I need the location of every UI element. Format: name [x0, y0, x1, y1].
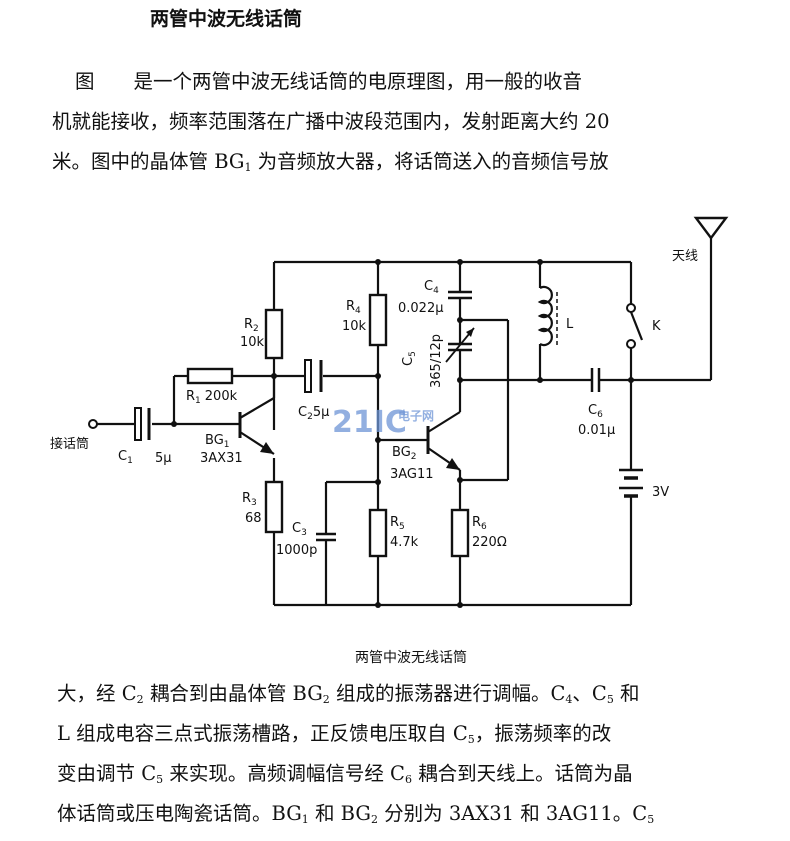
- resistor-r5: [368, 508, 388, 558]
- battery-icon: [619, 468, 643, 498]
- r3-label: R3: [242, 491, 257, 508]
- paragraph-line: 机就能接收，频率范围落在广播中波段范围内，发射距离大约 20: [52, 110, 610, 133]
- resistor-r3: [264, 480, 284, 534]
- subscript: 5: [467, 733, 475, 746]
- subscript: 2: [370, 813, 378, 826]
- text-run: 米。图中的晶体管 BG: [52, 150, 245, 173]
- r2-label: R2: [244, 317, 259, 334]
- r4-value: 10k: [342, 319, 367, 334]
- paragraph-line: 大，经 C2 耦合到由晶体管 BG2 组成的振荡器进行调幅。C4、C5 和: [57, 674, 640, 720]
- subscript: 2: [322, 693, 330, 706]
- k-label: K: [652, 319, 661, 334]
- resistor-r2: [264, 308, 284, 360]
- text-run: 耦合到天线上。话筒为晶: [411, 762, 633, 785]
- text-run: 和 BG: [308, 802, 371, 825]
- c1-label: C1: [118, 449, 133, 466]
- mic-label: 接话筒: [50, 436, 89, 452]
- bg1-type: 3AX31: [200, 451, 243, 466]
- text-run: 为音频放大器，将话筒送入的音频信号放: [251, 150, 609, 173]
- subscript: 2: [136, 693, 144, 706]
- text-run: 、C: [572, 682, 607, 705]
- inductor-l: [537, 285, 553, 347]
- c2-label: C25μ: [298, 405, 329, 422]
- r2-value: 10k: [240, 335, 265, 350]
- text-run: 分别为 3AX31 和 3AG11。C: [377, 802, 648, 825]
- mic-terminal: [88, 419, 98, 429]
- text-run: 组成的振荡器进行调幅。C: [329, 682, 566, 705]
- c6-value: 0.01μ: [578, 423, 615, 438]
- bg2-type: 3AG11: [390, 467, 434, 482]
- resistor-r6: [450, 508, 470, 558]
- bg2-label: BG2: [392, 445, 417, 462]
- text-run: 和: [613, 682, 640, 705]
- l-label: L: [566, 317, 574, 332]
- antenna-icon: [631, 216, 729, 382]
- capacitor-c2: [304, 359, 323, 393]
- subscript: 1: [244, 161, 252, 174]
- r5-value: 4.7k: [390, 535, 419, 550]
- article-title: 两管中波无线话筒: [150, 8, 303, 30]
- c4-value: 0.022μ: [398, 301, 444, 316]
- figure-caption: 两管中波无线话筒: [355, 650, 467, 666]
- paragraph-line: L 组成电容三点式振荡槽路，正反馈电压取自 C5，振荡频率的改: [57, 714, 611, 760]
- c5-value: 365/12p: [429, 334, 444, 388]
- bg1-label: BG1: [205, 433, 230, 450]
- c1-value: 5μ: [155, 451, 172, 466]
- subscript: 5: [156, 773, 164, 786]
- battery-label: 3V: [652, 485, 669, 500]
- paragraph-line: 图 是一个两管中波无线话筒的电原理图，用一般的收音: [75, 70, 583, 93]
- paragraph-line: 变由调节 C5 来实现。高频调幅信号经 C6 耦合到天线上。话筒为晶: [57, 754, 633, 800]
- c5-label: C5: [401, 351, 418, 366]
- circuit-schematic: 天线: [50, 216, 729, 608]
- subscript: 1: [301, 813, 309, 826]
- subscript: 5: [606, 693, 614, 706]
- switch-k: [626, 303, 636, 313]
- text-run: 耦合到由晶体管 BG: [143, 682, 323, 705]
- c4-label: C4: [424, 279, 439, 296]
- resistor-r4: [368, 293, 388, 347]
- text-run: 变由调节 C: [57, 762, 157, 785]
- transistor-bg2: [426, 411, 461, 471]
- watermark-text: 电子网: [398, 408, 434, 423]
- subscript: 6: [404, 773, 412, 786]
- text-run: ，振荡频率的改: [474, 722, 612, 745]
- text-run: 大，经 C: [57, 682, 137, 705]
- text-run: L 组成电容三点式振荡槽路，正反馈电压取自 C: [57, 722, 468, 745]
- subscript: 4: [565, 693, 573, 706]
- transistor-bg1: [238, 376, 276, 455]
- text-run: 体话筒或压电陶瓷话筒。BG: [57, 802, 302, 825]
- r4-label: R4: [346, 299, 361, 316]
- r5-label: R5: [390, 515, 405, 532]
- capacitor-c1: [134, 407, 151, 441]
- paragraph-line: 米。图中的晶体管 BG1 为音频放大器，将话筒送入的音频信号放: [52, 142, 609, 188]
- subscript: 5: [647, 813, 655, 826]
- c6-label: C6: [588, 403, 603, 420]
- r6-value: 220Ω: [472, 535, 507, 550]
- c3-value: 1000p: [276, 543, 317, 558]
- paragraph-line: 体话筒或压电陶瓷话筒。BG1 和 BG2 分别为 3AX31 和 3AG11。C…: [57, 794, 654, 840]
- text-run: 来实现。高频调幅信号经 C: [163, 762, 405, 785]
- antenna-label: 天线: [672, 249, 698, 264]
- resistor-r1: [186, 367, 234, 385]
- watermark-logo: 21IC: [332, 405, 407, 440]
- r3-value: 68: [245, 511, 262, 526]
- c3-label: C3: [292, 521, 307, 538]
- r6-label: R6: [472, 515, 487, 532]
